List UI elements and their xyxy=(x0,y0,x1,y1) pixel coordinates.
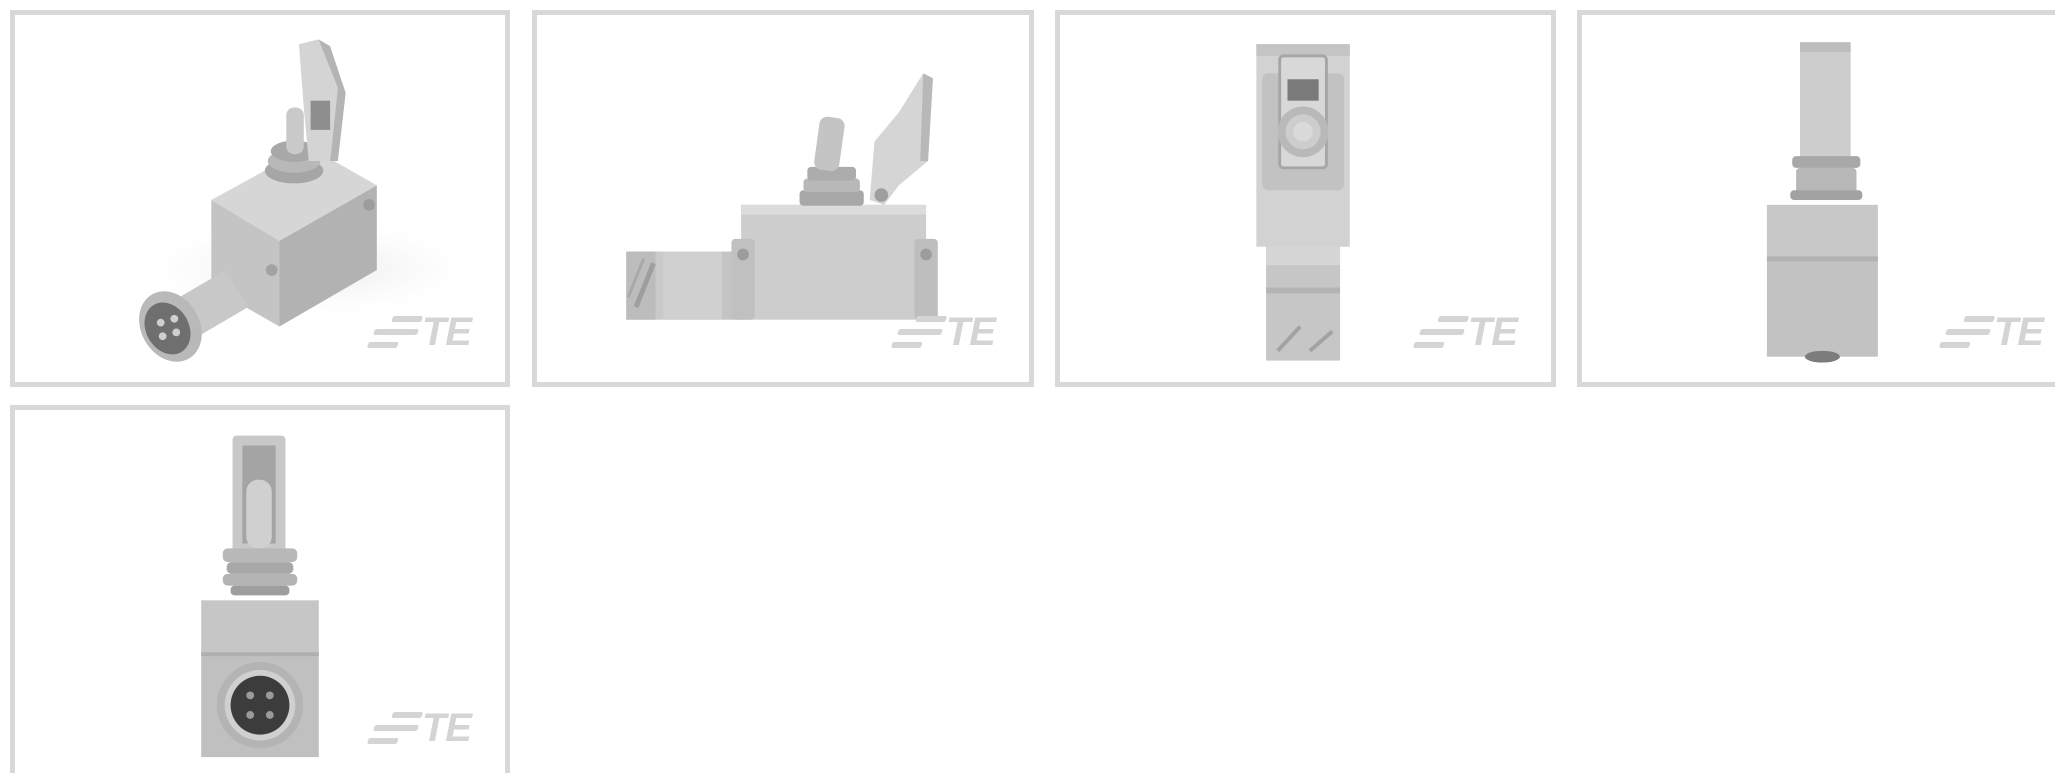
thumbnail-top-view[interactable]: TE xyxy=(1055,10,1556,387)
product-image-top xyxy=(1256,44,1350,361)
thumbnail-rear-view[interactable]: TE xyxy=(1577,10,2055,387)
te-logo-watermark: TE xyxy=(1938,312,2044,352)
te-logo-watermark: TE xyxy=(366,708,472,748)
thumbnail-side-view[interactable]: TE xyxy=(532,10,1034,387)
product-image-side xyxy=(626,73,938,320)
te-logo-watermark: TE xyxy=(890,312,996,352)
thumbnail-front-view[interactable]: TE xyxy=(10,405,510,773)
product-image-front xyxy=(201,435,319,758)
product-image-isometric xyxy=(123,39,494,362)
thumbnail-isometric-view[interactable]: TE xyxy=(10,10,510,387)
te-logo-watermark: TE xyxy=(1412,312,1518,352)
te-logo-watermark: TE xyxy=(366,312,472,352)
product-image-rear xyxy=(1766,42,1878,363)
